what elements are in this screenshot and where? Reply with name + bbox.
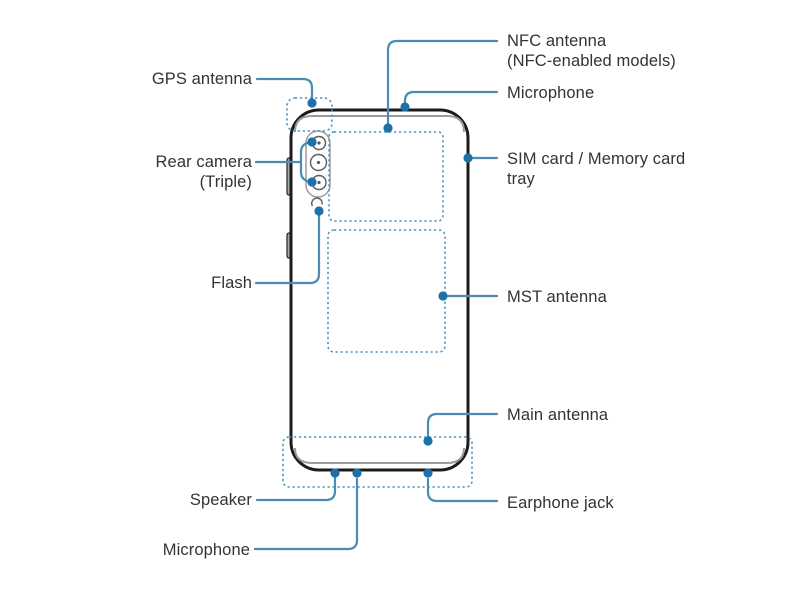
label-microphone-top: Microphone — [507, 84, 594, 102]
label-earphone-jack: Earphone jack — [507, 494, 614, 512]
phone-body — [286, 108, 470, 472]
rear-camera-dot-bottom — [307, 177, 317, 187]
top-edge-accent — [294, 115, 465, 133]
label-sim-tray: SIM card / Memory card — [507, 150, 685, 168]
label-nfc-antenna-note: (NFC-enabled models) — [507, 52, 676, 70]
label-flash: Flash — [211, 274, 252, 292]
callout-dots — [307, 98, 473, 478]
earphone-jack-line — [426, 477, 499, 503]
camera-lens-bottom-center — [317, 180, 321, 185]
flash-arc — [311, 197, 323, 207]
label-rear-camera: Rear camera — [156, 153, 253, 171]
nfc-antenna-dot — [383, 123, 393, 133]
earphone-jack-dot — [423, 468, 433, 478]
nfc-antenna-line — [386, 39, 499, 126]
microphone-top-line — [403, 90, 499, 105]
rear-camera-dot-top — [307, 137, 317, 147]
label-gps-antenna: GPS antenna — [152, 70, 253, 88]
label-mst-antenna: MST antenna — [507, 288, 608, 306]
label-main-antenna: Main antenna — [507, 406, 609, 424]
speaker-line — [255, 476, 337, 502]
microphone-bottom-dot — [352, 468, 362, 478]
gps-antenna-line — [255, 77, 314, 101]
label-sim-tray-2: tray — [507, 170, 536, 188]
mst-antenna-dot — [438, 291, 448, 301]
label-speaker: Speaker — [190, 491, 253, 509]
flash-dot — [314, 206, 324, 216]
microphone-bottom-line — [253, 477, 359, 551]
main-antenna-region — [282, 436, 473, 488]
callout-lines — [253, 39, 499, 551]
camera-lens-middle-center — [316, 160, 321, 165]
label-rear-camera-triple: (Triple) — [200, 173, 252, 191]
bottom-edge-accent — [294, 447, 465, 464]
flash-line — [254, 213, 321, 285]
microphone-top-dot — [400, 102, 410, 112]
label-nfc-antenna: NFC antenna — [507, 32, 607, 50]
sim-tray-dot — [463, 153, 473, 163]
phone-outline — [289, 108, 470, 472]
rear-camera-line — [254, 140, 314, 184]
labels: GPS antenna Rear camera (Triple) Flash S… — [152, 32, 685, 559]
gps-antenna-dot — [307, 98, 317, 108]
mst-antenna-region — [327, 229, 446, 353]
camera-lens-top-center — [317, 141, 321, 145]
main-antenna-dot — [423, 436, 433, 446]
label-microphone-bottom: Microphone — [163, 541, 250, 559]
main-antenna-line — [426, 412, 499, 438]
gps-antenna-region — [286, 97, 333, 132]
speaker-dot — [330, 468, 340, 478]
